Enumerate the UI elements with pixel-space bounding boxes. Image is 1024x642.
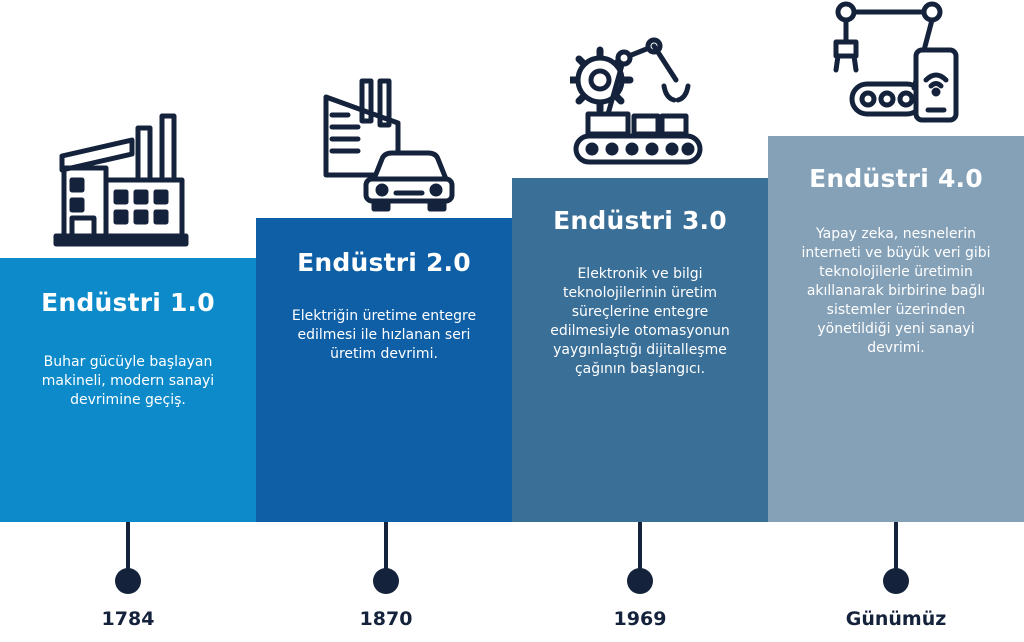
stage-description-line: Yapay zeka, nesnelerin <box>816 226 976 242</box>
stage-description-line: Elektriğin üretime entegre <box>291 308 477 324</box>
stage-description-line: devrimine geçiş. <box>70 392 186 408</box>
factory-icon <box>53 113 189 247</box>
stage-block-2: Endüstri 2.0 Elektriğin üretime entegre … <box>256 218 512 522</box>
stage-description-line: sistemler üzerinden <box>826 302 966 318</box>
robot-arm-conveyor-icon <box>570 37 703 165</box>
stage-description-line: yaygınlaştığı dijitalleşme <box>553 342 727 358</box>
stage-description-line: devrimi. <box>867 340 925 356</box>
timeline-dot <box>883 568 909 594</box>
stage-title: Endüstri 3.0 <box>553 206 727 235</box>
stage-description-line: üretim devrimi. <box>330 346 438 362</box>
stage-title: Endüstri 2.0 <box>297 248 471 277</box>
stage-description-line: Buhar gücüyle başlayan <box>43 354 213 370</box>
stage-description-line: teknolojilerle üretimin <box>819 264 973 280</box>
factory-car-icon <box>323 78 455 212</box>
stage-description-line: edilmesiyle otomasyonun <box>550 323 730 339</box>
timeline-dot <box>373 568 399 594</box>
stage-block-4: Endüstri 4.0 Yapay zeka, nesnelerin inte… <box>768 136 1024 522</box>
timeline-stem <box>126 522 130 574</box>
stage-description-line: teknolojilerinin üretim <box>562 285 718 301</box>
stage-description-line: akıllanarak birbirine bağlı <box>806 283 986 299</box>
stage-block-3: Endüstri 3.0 Elektronik ve bilgi teknolo… <box>512 178 768 522</box>
timeline-stem <box>384 522 388 574</box>
stage-description-line: Elektronik ve bilgi <box>577 266 703 282</box>
stage-title: Endüstri 4.0 <box>809 164 983 193</box>
stage-description-line: süreçlerine entegre <box>571 304 709 320</box>
year-label: Günümüz <box>845 608 947 630</box>
stage-title: Endüstri 1.0 <box>41 288 215 317</box>
year-label: 1870 <box>359 608 413 630</box>
stage-description-line: interneti ve büyük veri gibi <box>801 245 991 261</box>
timeline-dot <box>115 568 141 594</box>
timeline-stem <box>894 522 898 574</box>
timeline-stem <box>638 522 642 574</box>
stage-description-line: edilmesi ile hızlanan seri <box>297 327 471 343</box>
year-label: 1969 <box>613 608 667 630</box>
year-label: 1784 <box>101 608 155 630</box>
smart-robot-phone-icon <box>833 1 959 123</box>
stage-block-1: Endüstri 1.0 Buhar gücüyle başlayan maki… <box>0 258 256 522</box>
stage-description-line: yönetildiği yeni sanayi <box>817 321 975 337</box>
stage-description-line: çağının başlangıcı. <box>574 361 706 377</box>
stage-description-line: makineli, modern sanayi <box>41 373 215 389</box>
timeline-dot <box>627 568 653 594</box>
